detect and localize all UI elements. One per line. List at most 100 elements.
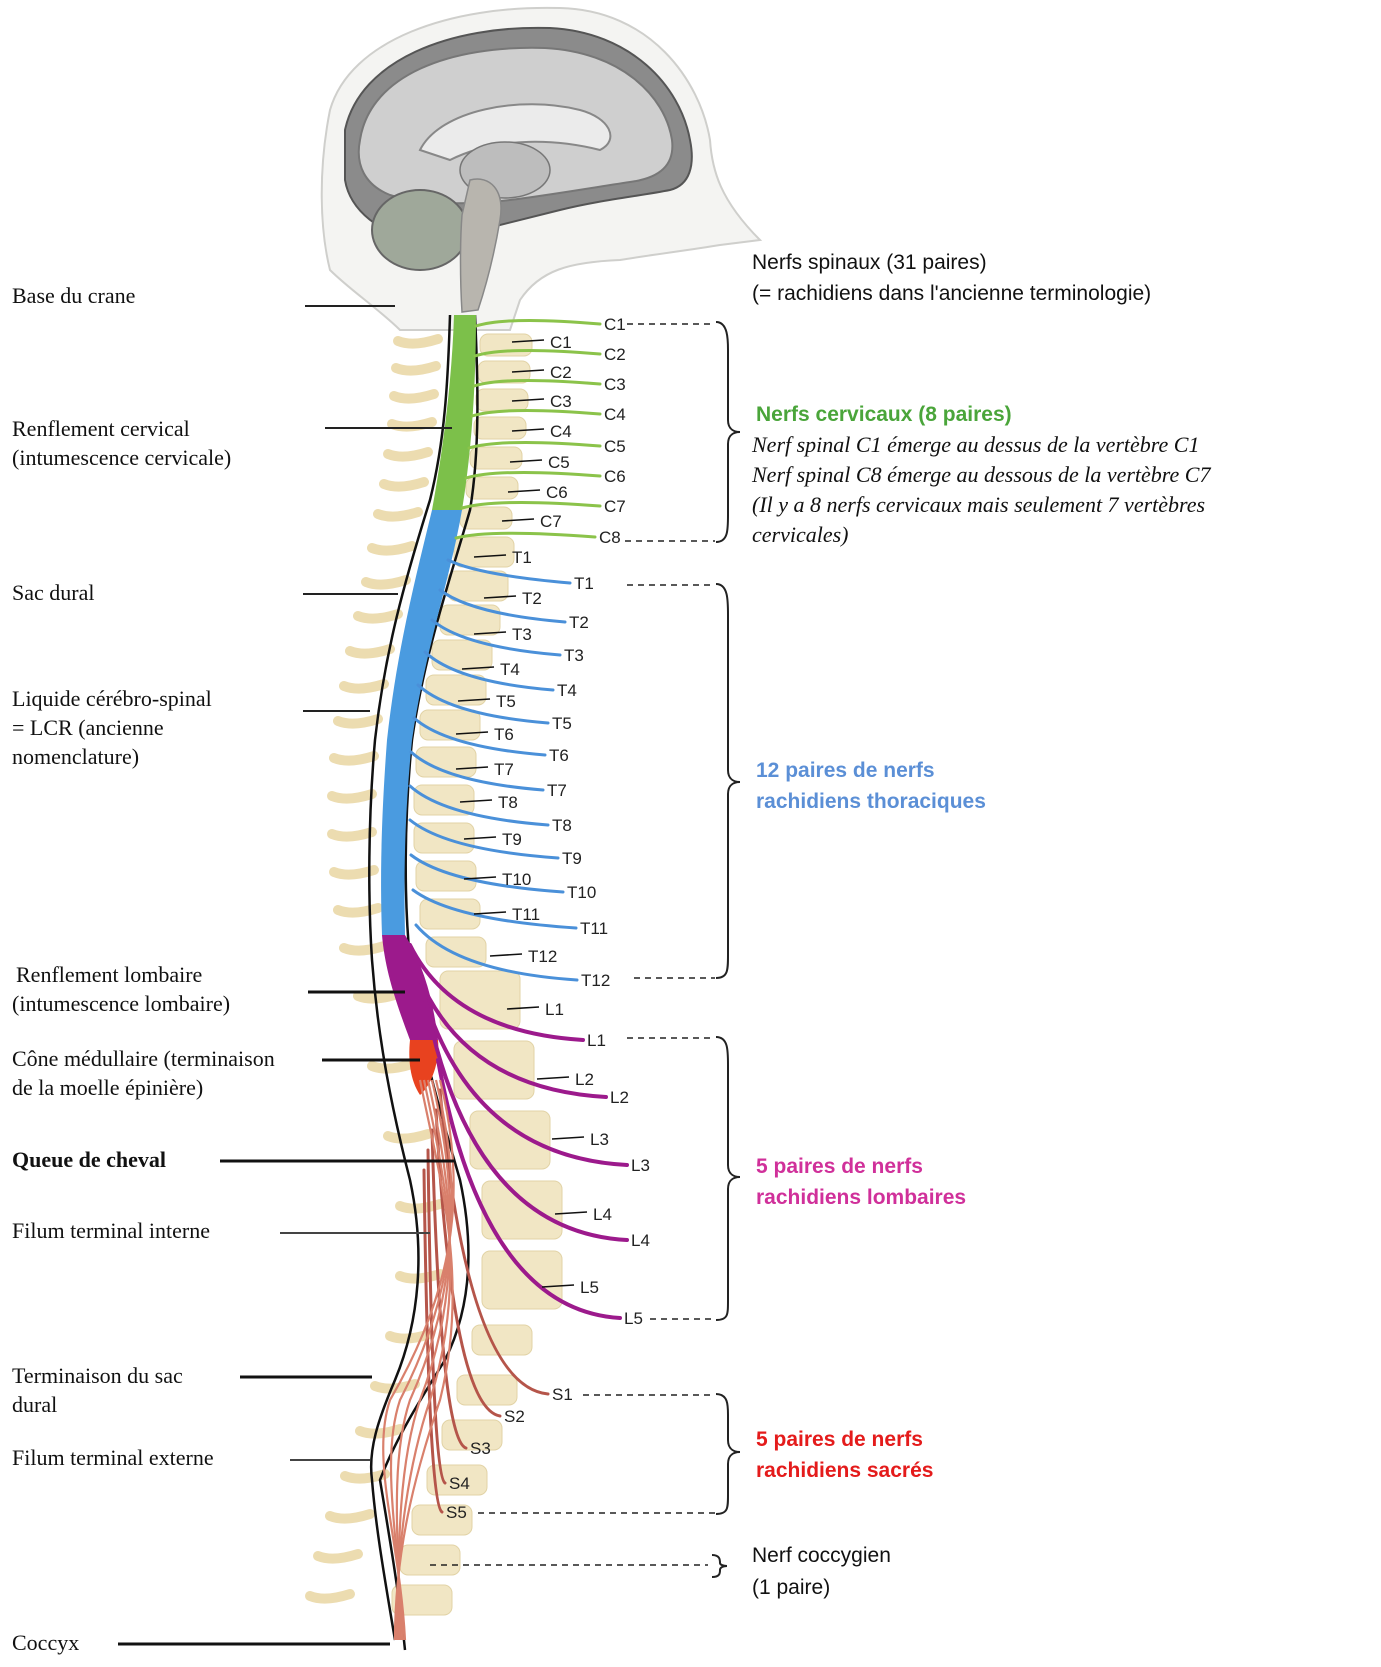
- vertebra-body: [416, 861, 476, 891]
- label-cervicaux-n4: cervicales): [752, 522, 849, 547]
- label-term-sac-1: Terminaison du sac: [12, 1363, 183, 1388]
- vertebra-label: T9: [502, 830, 522, 849]
- vertebra-label: T11: [512, 905, 540, 924]
- nerve-label: S1: [552, 1385, 573, 1404]
- vertebra-body: [400, 1545, 460, 1575]
- label-filum-interne: Filum terminal interne: [12, 1218, 210, 1243]
- vertebra-label: L3: [590, 1130, 609, 1149]
- spinous-process: [318, 1554, 358, 1559]
- vertebra-label: C1: [550, 333, 572, 352]
- spinous-process: [398, 339, 438, 344]
- nerve-label: C7: [604, 497, 626, 516]
- label-cervicaux-n2: Nerf spinal C8 émerge au dessous de la v…: [751, 462, 1211, 487]
- vertebra-body: [457, 1375, 517, 1405]
- nerve-label: T1: [574, 574, 594, 593]
- label-queue: Queue de cheval: [12, 1147, 166, 1172]
- spinous-process: [344, 684, 384, 689]
- label-thoraciques-1: 12 paires de nerfs: [756, 759, 935, 782]
- nerve-label: T5: [552, 714, 572, 733]
- vertebra-body: [472, 1325, 532, 1355]
- thoracic-dash: [627, 585, 715, 978]
- vertebra-label: T7: [494, 760, 514, 779]
- spinous-process: [334, 756, 374, 761]
- nerve-label: S5: [446, 1503, 467, 1522]
- spinous-process: [388, 452, 428, 457]
- nerve-label: T11: [580, 919, 608, 938]
- label-renflement-cervical-2: (intumescence cervicale): [12, 445, 231, 470]
- nerve-label: C1: [604, 315, 626, 334]
- nerve-label: C8: [599, 528, 621, 547]
- spinous-process: [394, 394, 434, 399]
- spinous-process: [332, 794, 372, 799]
- spinous-process: [378, 512, 418, 517]
- spinous-process: [344, 946, 384, 951]
- vertebra-body: [454, 537, 514, 567]
- nerve-label: T2: [569, 613, 589, 632]
- spinous-process: [338, 908, 378, 913]
- label-lcr-1: Liquide cérébro-spinal: [12, 686, 212, 711]
- nerve-label: T9: [562, 849, 582, 868]
- cervical-brace: [716, 322, 740, 542]
- label-renflement-lombaire-2: (intumescence lombaire): [12, 991, 230, 1016]
- spinous-process: [358, 614, 398, 619]
- label-coccygien-1: Nerf coccygien: [752, 1544, 891, 1567]
- nerve-label: T8: [552, 816, 572, 835]
- nerve-label: S2: [504, 1407, 525, 1426]
- label-spinaux-2: (= rachidiens dans l'ancienne terminolog…: [752, 282, 1151, 305]
- spinous-process: [396, 366, 436, 371]
- sacral-brace: [716, 1394, 740, 1514]
- nerve-label: L1: [587, 1031, 606, 1050]
- spinous-process: [358, 994, 398, 999]
- spinous-process: [345, 1474, 385, 1479]
- vertebra-label: T4: [500, 660, 520, 679]
- vertebra-body: [470, 447, 522, 469]
- vertebra-body: [470, 1111, 550, 1169]
- label-sacres-1: 5 paires de nerfs: [756, 1428, 923, 1451]
- nerve-label: T7: [547, 781, 567, 800]
- label-cervicaux-n3: (Il y a 8 nerfs cervicaux mais seulement…: [752, 492, 1205, 517]
- label-term-sac-2: dural: [12, 1392, 57, 1417]
- spinous-process: [372, 546, 412, 551]
- vertebra-label: T2: [522, 589, 542, 608]
- label-base-crane: Base du crane: [12, 283, 135, 308]
- vertebra-leader: [490, 954, 522, 956]
- nerve-label: S3: [470, 1439, 491, 1458]
- nerve-label: C5: [604, 437, 626, 456]
- nerve-label: C2: [604, 345, 626, 364]
- label-coccygien-2: (1 paire): [752, 1576, 830, 1599]
- label-cervicaux-n1: Nerf spinal C1 émerge au dessus de la ve…: [751, 432, 1199, 457]
- label-renflement-cervical-1: Renflement cervical: [12, 416, 190, 441]
- vertebra-label: T1: [512, 548, 532, 567]
- vertebra-label: T5: [496, 692, 516, 711]
- spinous-process: [338, 719, 378, 724]
- label-cervicaux-title: Nerfs cervicaux (8 paires): [756, 403, 1012, 426]
- nerve-root: [472, 410, 600, 416]
- label-filum-externe: Filum terminal externe: [12, 1445, 214, 1470]
- spinous-process: [400, 1274, 440, 1279]
- nerve-label: T4: [557, 681, 577, 700]
- cervical-dash: [625, 324, 715, 541]
- vertebra-label: C5: [548, 453, 570, 472]
- coccygien-brace: [712, 1555, 727, 1577]
- spinous-process: [330, 1514, 370, 1519]
- spinous-process: [310, 1594, 350, 1599]
- nerve-label: T10: [567, 883, 596, 902]
- vertebra-label: C6: [546, 483, 568, 502]
- vertebra-label: L1: [545, 1000, 564, 1019]
- nerve-label: L5: [624, 1309, 643, 1328]
- nerve-label: S4: [449, 1474, 470, 1493]
- vertebra-label: L2: [575, 1070, 594, 1089]
- spinous-process: [388, 1134, 428, 1139]
- spinous-process: [350, 649, 390, 654]
- vertebra-label: C7: [540, 512, 562, 531]
- spinous-process: [366, 580, 406, 585]
- vertebra-label: L4: [593, 1205, 612, 1224]
- vertebra-body: [474, 417, 526, 439]
- vertebra-leader: [552, 1137, 584, 1139]
- vertebra-label: T12: [528, 947, 557, 966]
- spinous-process: [392, 422, 432, 427]
- nerve-label: T3: [564, 646, 584, 665]
- vertebra-leader: [537, 1077, 569, 1079]
- label-lcr-3: nomenclature): [12, 744, 139, 769]
- nerve-label: C6: [604, 467, 626, 486]
